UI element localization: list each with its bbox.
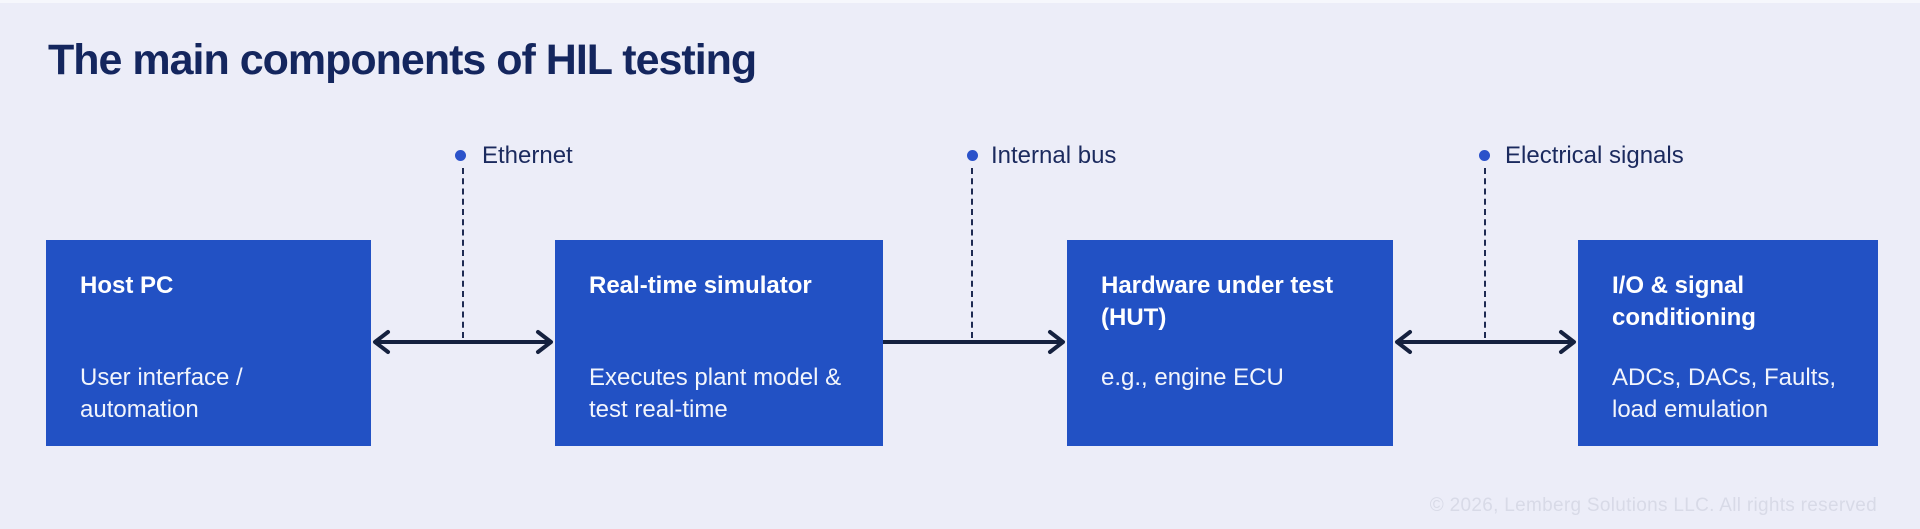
connection-dashed-line [971, 168, 973, 338]
component-title: Hardware under test (HUT) [1101, 272, 1334, 331]
component-box-io-signal-conditioning: I/O & signal conditioning ADCs, DACs, Fa… [1578, 240, 1878, 446]
copyright-notice: © 2026, Lemberg Solutions LLC. All right… [1429, 495, 1877, 516]
component-description: ADCs, DACs, Faults, load emulation [1612, 364, 1837, 423]
connection-dot-icon [1479, 150, 1490, 161]
connection-dot-icon [967, 150, 978, 161]
component-description: User interface / automation [80, 364, 243, 423]
component-description: e.g., engine ECU [1101, 364, 1284, 391]
component-title: I/O & signal conditioning [1612, 272, 1756, 331]
connection-label-electrical-signals: Electrical signals [1505, 142, 1684, 169]
double-arrow-icon [373, 330, 553, 354]
connection-dashed-line [1484, 168, 1486, 338]
connection-label-ethernet: Ethernet [482, 142, 573, 169]
connection-dot-icon [455, 150, 466, 161]
right-arrow-icon [883, 330, 1065, 354]
page-title: The main components of HIL testing [48, 36, 757, 84]
top-edge-strip [0, 0, 1920, 3]
component-title: Host PC [80, 272, 174, 299]
component-box-host-pc: Host PC User interface / automation [46, 240, 371, 446]
component-description: Executes plant model & test real-time [589, 364, 842, 423]
component-title: Real-time simulator [589, 272, 812, 299]
double-arrow-icon [1395, 330, 1576, 354]
connection-dashed-line [462, 168, 464, 338]
component-box-hardware-under-test: Hardware under test (HUT) e.g., engine E… [1067, 240, 1393, 446]
component-box-real-time-simulator: Real-time simulator Executes plant model… [555, 240, 883, 446]
connection-label-internal-bus: Internal bus [991, 142, 1117, 169]
